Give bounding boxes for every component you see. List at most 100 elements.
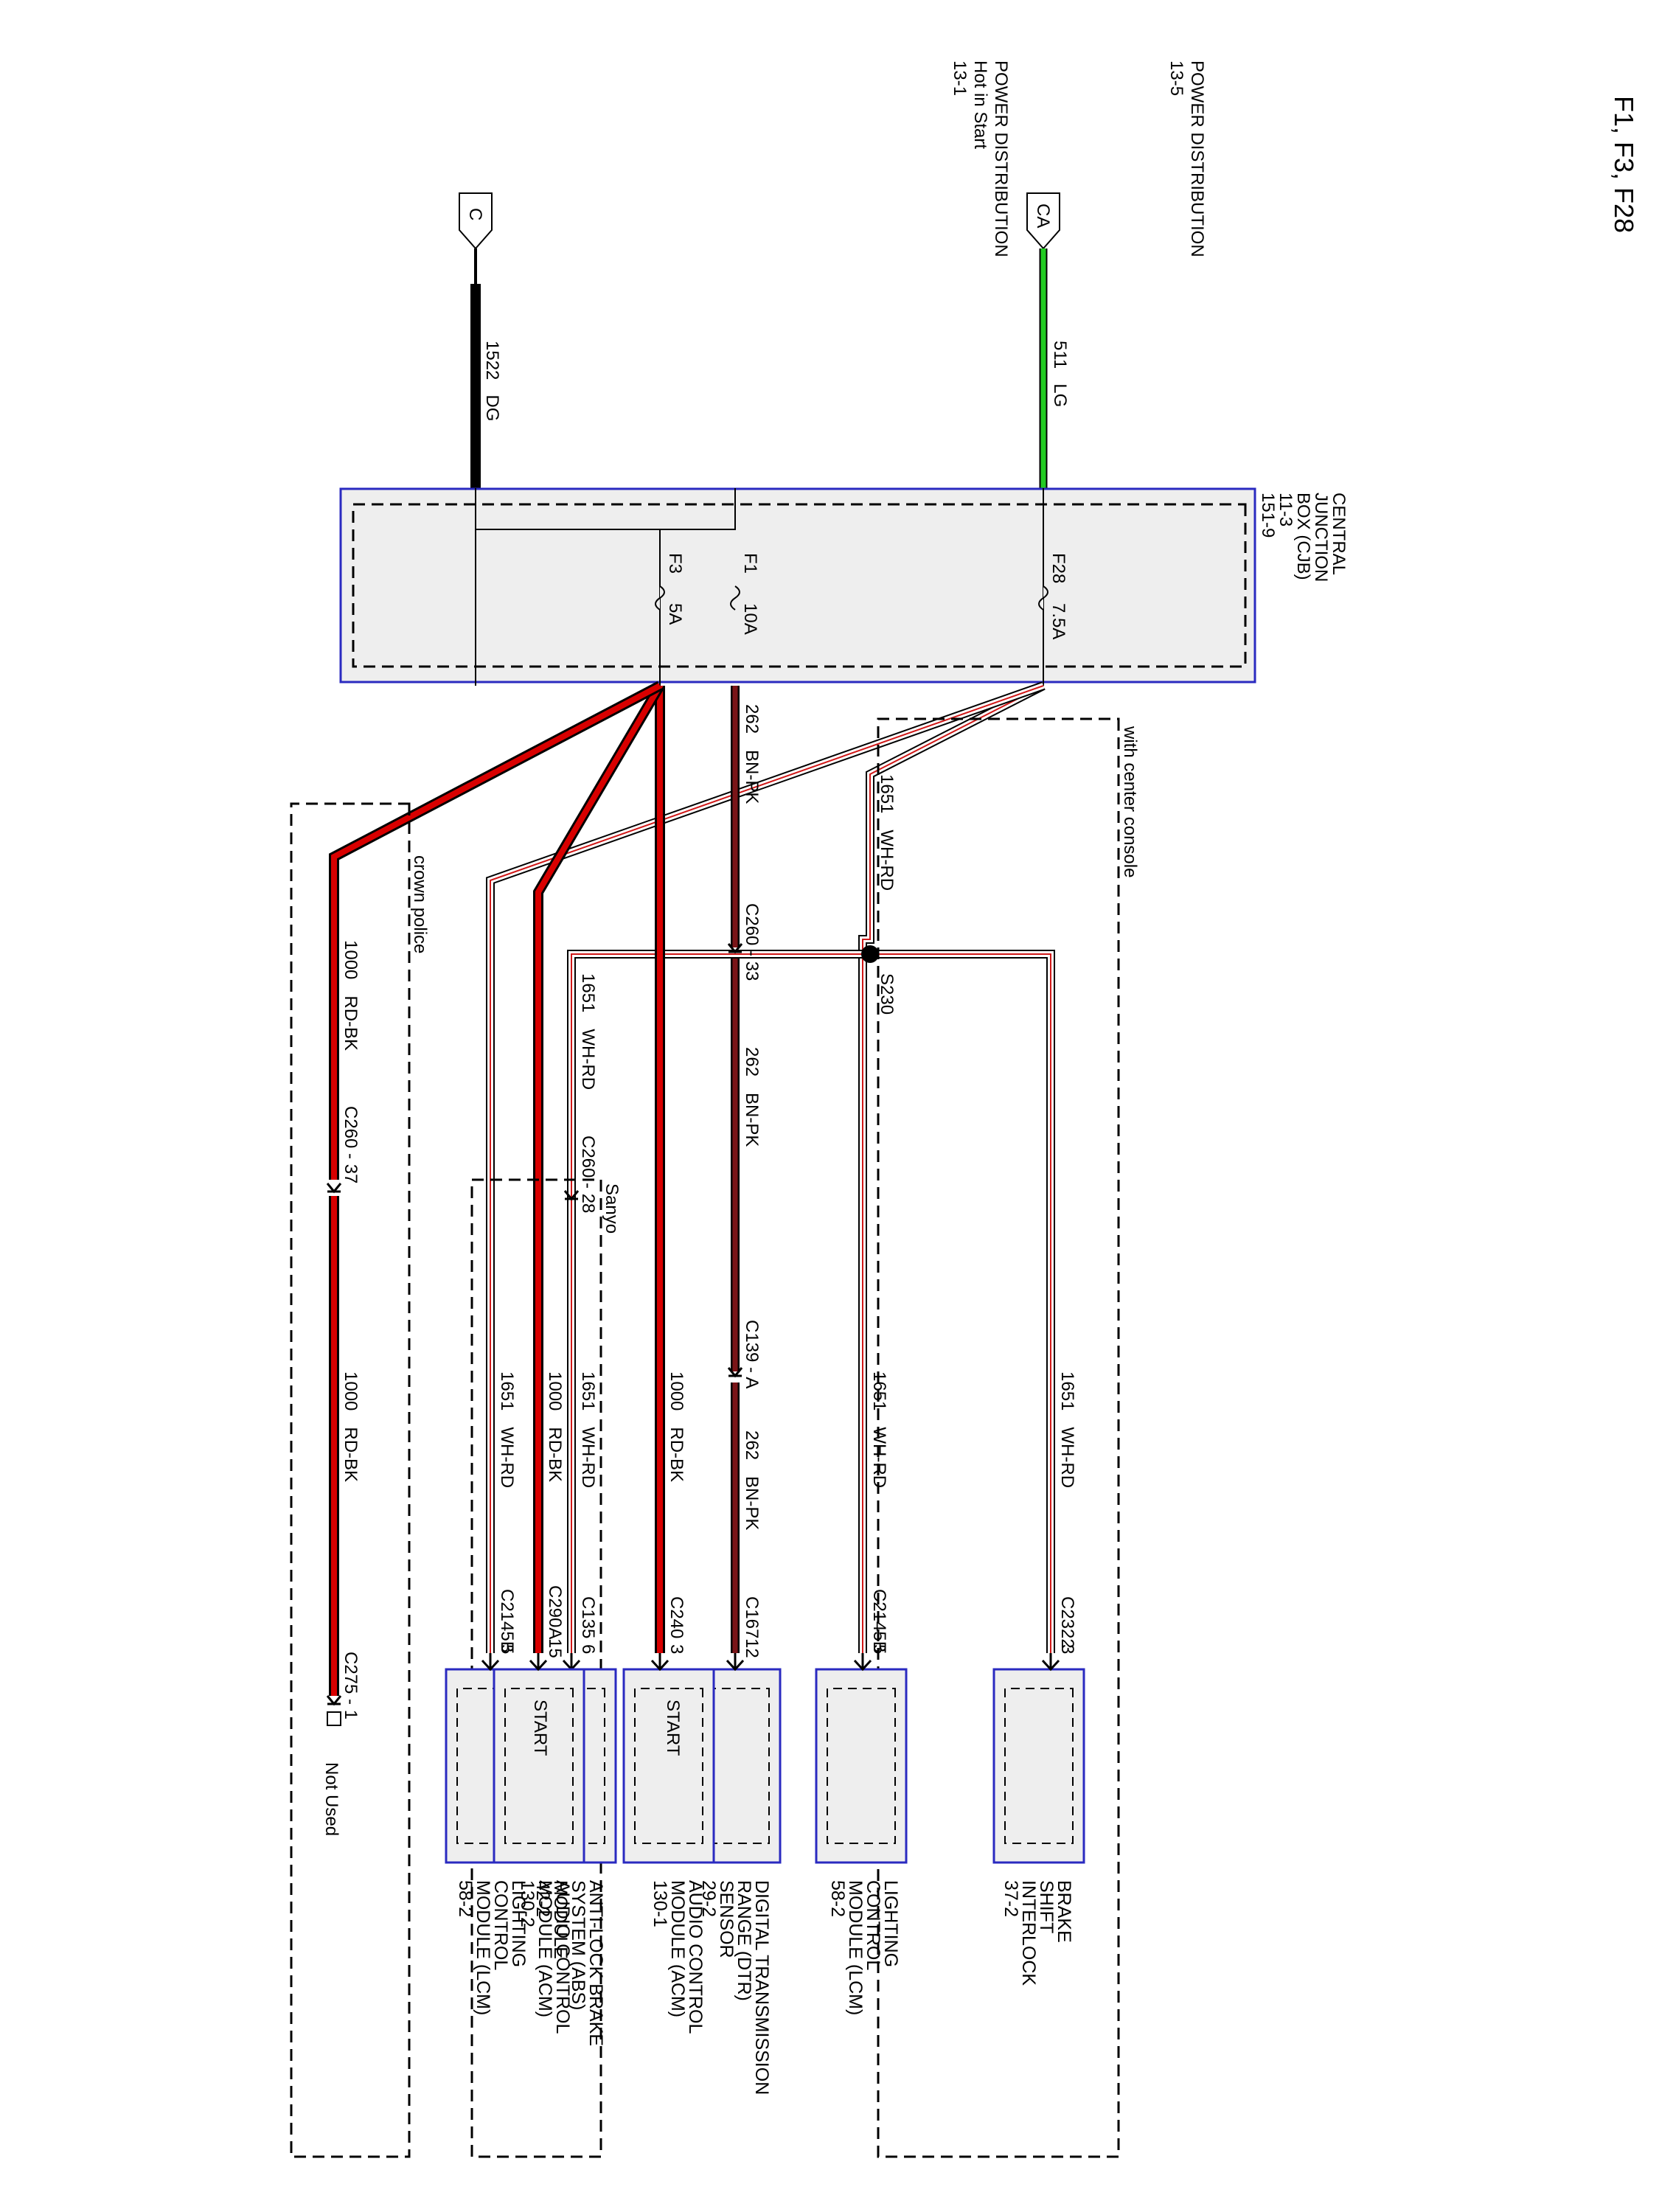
fuse-f1-symbol [730,585,740,611]
inline-connector-c260-33-label: C260 - 33 [742,903,762,981]
component-6-line-1: AUDIO CONTROL [552,1880,573,2034]
cjb-line-5: 151-9 [1258,493,1278,538]
inline-connector-c260-28-label: C260 - 28 [578,1135,598,1213]
cjb-line-2: JUNCTION [1311,493,1331,582]
wire-1651-label-1: 1651WH-RD [1057,1371,1077,1488]
inline-connector-c139-a-label: C139 - A [742,1320,762,1388]
component-3-line-2: CONTROL [490,1880,511,1970]
component-3-pin: 5 [497,1644,517,1654]
inline-connector-c260-33 [727,943,743,954]
component-5-inner: START [663,1700,683,1756]
component-2-line-3: MODULE [550,1880,571,1959]
fuse-f3-rating: 5A [665,603,685,625]
component-4-line-1: DIGITAL TRANSMISSION [751,1880,772,2095]
fuse-f3-symbol [655,585,665,611]
component-5-line-3: 130-1 [650,1880,670,1927]
component-3-line-3: MODULE (LCM) [473,1880,493,2015]
connector-c-tag [459,192,493,250]
component-2-line-2: SYSTEM (ABS) [568,1880,588,2010]
wire-1651-label-main: 1651WH-RD [877,774,897,891]
component-6-line-3: 130-2 [517,1880,538,1927]
component-2-line-1: ANTI-LOCK BRAKE [585,1880,606,2046]
component-lighting-control-module-1: C2145B 5 LIGHTING CONTROL MODULE (LCM) 5… [815,1589,908,2015]
component-1-line-3: MODULE (LCM) [845,1880,866,2015]
cjb-line-1: CENTRAL [1329,493,1349,575]
wire-1522-label: 1522DG [482,341,502,421]
source-c-line3: 13-1 [950,60,970,96]
source-ca-line3: 13-5 [1166,60,1186,96]
fuse-f3-name: F3 [665,553,685,574]
component-1-pin: 5 [869,1644,889,1654]
splice-s230 [861,945,879,963]
source-ca-line1: POWER DISTRIBUTION [1187,60,1207,257]
component-3-connector: C2145B [497,1589,517,1653]
component-4-connector: C167 [742,1596,762,1638]
wire-262-label-2: 262BN-PK [742,1047,762,1147]
wire-1000-rd-bk [329,681,665,1696]
component-4-line-2: RANGE (DTR) [734,1880,754,2001]
component-1-line-2: CONTROL [863,1880,883,1970]
fuse-f28-symbol [1038,585,1048,611]
component-2-pin: 6 [578,1644,598,1654]
inline-connector-c275-1-label: C275 - 1 [341,1652,361,1719]
component-0-line-1: BRAKE [1054,1880,1074,1943]
inline-connector-c260-37-label: C260 - 37 [341,1106,361,1183]
option-box-crown-police [290,802,411,2158]
power-source-ca: POWER DISTRIBUTION 13-5 CA [1026,60,1207,257]
option-box-center-console [877,717,1120,2158]
component-0-line-4: 37-2 [1001,1880,1021,1917]
component-0-line-3: INTERLOCK [1018,1880,1039,1986]
cjb-line-3: BOX (CJB) [1293,493,1313,580]
not-used-terminal [327,1711,341,1726]
option-sanyo-label: Sanyo [602,1183,622,1234]
wire-1651-label-3: 1651WH-RD [578,1371,598,1488]
component-audio-control-module-2: START C290A 15 AUDIO CONTROL MODULE (ACM… [493,1585,585,2034]
component-3-line-4: 58-2 [455,1880,476,1917]
component-2-connector: C135 [578,1596,598,1638]
central-junction-box: CENTRAL JUNCTION BOX (CJB) 11-3 151-9 F2… [339,487,1349,686]
source-c-line2: Hot in Start [970,60,990,149]
component-1-line-4: 58-2 [827,1880,848,1917]
inline-connector-c260-37 [326,1183,342,1194]
diagram-title: F1, F3, F28 [1609,96,1639,233]
component-3-line-1: LIGHTING [508,1880,529,1967]
inline-connector-c275-1 [326,1695,342,1706]
wire-1651-network [486,681,1055,1653]
power-source-c: POWER DISTRIBUTION Hot in Start 13-1 C [459,60,1011,257]
inline-connector-c260-28 [563,1190,580,1201]
component-0-connector: C2322 [1057,1596,1077,1649]
wire-511-label: 511LG [1050,341,1070,407]
fuse-f28-rating: 7.5A [1048,603,1068,639]
inline-connector-c139-a [727,1367,743,1378]
not-used-label: Not Used [321,1762,341,1836]
component-brake-shift-interlock: C2322 3 BRAKE SHIFT INTERLOCK 37-2 [992,1596,1085,1986]
option-crown-police-label: crown police [410,855,430,953]
splice-s230-label: S230 [877,973,897,1015]
wire-1651-label-2: 1651WH-RD [869,1371,889,1488]
component-6-inner: START [530,1700,550,1756]
component-6-pin: 15 [545,1638,565,1658]
wire-1000-label-acm2: 1000RD-BK [545,1371,565,1482]
source-c-line1: POWER DISTRIBUTION [991,60,1011,257]
component-6-line-2: MODULE (ACM) [535,1880,555,2017]
component-4-pin: 12 [742,1638,762,1658]
connector-c-label: C [465,208,485,220]
component-1-connector: C2145B [869,1589,889,1653]
component-1-line-1: LIGHTING [880,1880,901,1967]
component-6-connector: C290A [545,1585,565,1639]
wire-262-label-1: 262BN-PK [742,704,762,804]
component-4-line-3: SENSOR [716,1880,737,1958]
component-5-line-2: MODULE (ACM) [667,1880,688,2017]
connector-ca-label: CA [1033,204,1053,228]
component-2-line-4: 42-2 [532,1880,553,1917]
component-5-connector: C240 [667,1596,686,1638]
wire-1000-label-police-1: 1000RD-BK [341,940,361,1051]
component-0-pin: 3 [1057,1644,1077,1654]
fuse-f1-rating: 10A [740,603,760,635]
wire-1651-label-abs-top: 1651WH-RD [578,973,598,1090]
wire-262-label-3: 262BN-PK [742,1430,762,1530]
component-0-line-2: SHIFT [1036,1880,1057,1933]
option-center-console-label: with center console [1120,726,1140,877]
wire-1000-label-police-2: 1000RD-BK [341,1371,361,1482]
